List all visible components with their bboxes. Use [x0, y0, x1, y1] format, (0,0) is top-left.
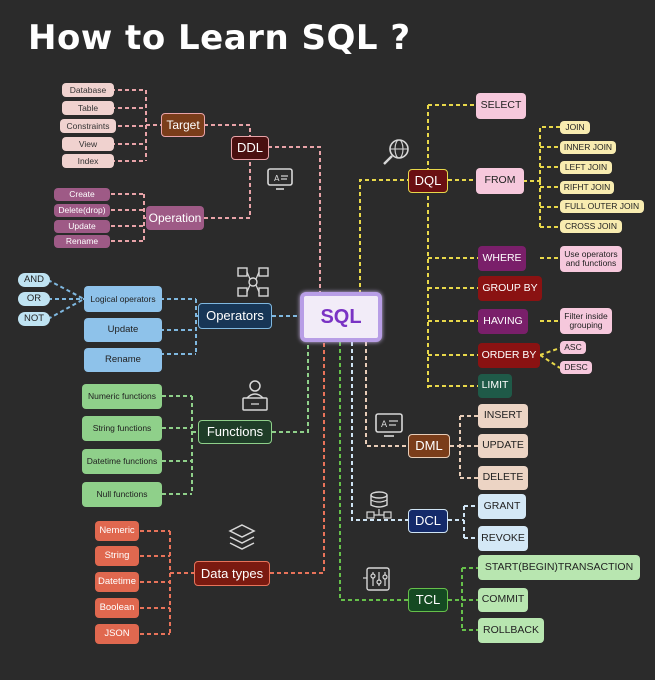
ddl-operation-rename: Rename — [54, 235, 110, 248]
network-icon — [236, 266, 270, 303]
datatype-datetime: Datetime — [95, 572, 139, 592]
database-stack-icon — [228, 522, 256, 557]
functions-numeric: Numeric functions — [82, 384, 162, 409]
dcl-grant: GRANT — [478, 494, 526, 519]
datatype-numeric: Nemeric — [95, 521, 139, 541]
datatype-boolean: Boolean — [95, 598, 139, 618]
sql-hub-node: SQL — [300, 292, 382, 342]
ddl-operation-create: Create — [54, 188, 110, 201]
ddl-target-constraints: Constraints — [60, 119, 116, 133]
page-title: How to Learn SQL ? — [28, 18, 411, 58]
logical-or: OR — [18, 292, 50, 306]
ddl-operation-delete: Delete(drop) — [54, 204, 110, 217]
join-left: LEFT JOIN — [560, 161, 612, 174]
functions-datetime: Datetime functions — [82, 449, 162, 474]
database-icon — [364, 490, 394, 525]
dql-having: HAVING — [478, 309, 528, 334]
having-note: Filter inside grouping — [560, 308, 612, 334]
where-note: Use operators and functions — [560, 246, 622, 272]
ddl-target-index: Index — [62, 154, 114, 168]
ddl-target-database: Database — [62, 83, 114, 97]
logical-and: AND — [18, 273, 50, 287]
datatype-json: JSON — [95, 624, 139, 644]
ddl-target-table: Table — [62, 101, 114, 115]
dql-group-by: GROUP BY — [478, 276, 542, 301]
text-screen-icon: A — [374, 412, 404, 443]
functions-null: Null functions — [82, 482, 162, 507]
dql-node: DQL — [408, 169, 448, 193]
text-screen-icon: A — [266, 167, 294, 196]
dql-limit: LIMIT — [478, 374, 512, 398]
settings-panel-icon — [362, 564, 392, 599]
tcl-node: TCL — [408, 588, 448, 612]
dql-select: SELECT — [476, 93, 526, 119]
ddl-node: DDL — [231, 136, 269, 160]
join-join: JOIN — [560, 121, 590, 134]
operators-update: Update — [84, 318, 162, 342]
tcl-start-transaction: START(BEGIN)TRANSACTION — [478, 555, 640, 580]
ddl-target-node: Target — [161, 113, 205, 137]
ddl-operation-node: Operation — [146, 206, 204, 230]
dql-where: WHERE — [478, 246, 526, 271]
dml-update: UPDATE — [478, 434, 528, 458]
dcl-node: DCL — [408, 509, 448, 533]
operators-logical: Logical operators — [84, 286, 162, 312]
dml-insert: INSERT — [478, 404, 528, 428]
dml-delete: DELETE — [478, 466, 528, 490]
datatypes-node: Data types — [194, 561, 270, 586]
order-asc: ASC — [560, 341, 586, 354]
dql-order-by: ORDER BY — [478, 343, 540, 368]
functions-node: Functions — [198, 420, 272, 444]
logical-not: NOT — [18, 312, 50, 326]
join-inner: INNER JOIN — [560, 141, 616, 154]
ddl-operation-update: Update — [54, 220, 110, 233]
operators-node: Operators — [198, 303, 272, 329]
tcl-rollback: ROLLBACK — [478, 618, 544, 643]
svg-text:A: A — [381, 420, 388, 430]
dml-node: DML — [408, 434, 450, 458]
ddl-target-view: View — [62, 137, 114, 151]
dql-from: FROM — [476, 168, 524, 194]
operators-rename: Rename — [84, 348, 162, 372]
search-globe-icon — [380, 136, 412, 173]
svg-text:A: A — [274, 174, 280, 183]
functions-string: String functions — [82, 416, 162, 441]
join-full-outer: FULL OUTER JOIN — [560, 200, 644, 213]
join-right: RIFHT JOIN — [560, 181, 614, 194]
dcl-revoke: REVOKE — [478, 526, 528, 551]
join-cross: CROSS JOIN — [560, 220, 622, 233]
order-desc: DESC — [560, 361, 592, 374]
datatype-string: String — [95, 546, 139, 566]
tcl-commit: COMMIT — [478, 588, 528, 612]
user-monitor-icon — [240, 378, 270, 417]
